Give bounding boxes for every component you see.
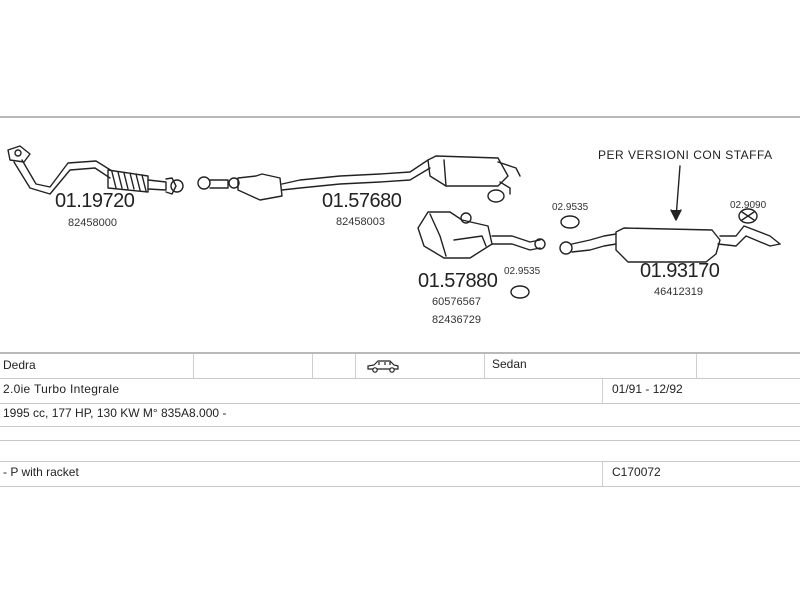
part-reference: 82458000 <box>68 217 117 229</box>
part-code: 01.93170 <box>640 260 720 282</box>
part-reference: 82458003 <box>336 216 385 228</box>
production-years: 01/91 - 12/92 <box>612 382 683 396</box>
column-divider <box>193 354 194 378</box>
gasket-drawing-2 <box>510 285 530 299</box>
column-divider <box>602 462 603 486</box>
column-divider <box>602 379 603 403</box>
part-code: 01.57880 <box>418 270 498 292</box>
gasket-code: 02.9535 <box>552 202 589 213</box>
part-reference: 46412319 <box>654 286 703 298</box>
row-divider <box>0 440 800 441</box>
gasket-code: 02.9090 <box>730 200 767 211</box>
car-side-icon <box>366 358 400 374</box>
row-divider <box>0 403 800 404</box>
row-divider <box>0 426 800 427</box>
body-type: Sedan <box>492 357 527 371</box>
diagram-bottom-border <box>0 352 800 354</box>
column-divider <box>355 354 356 378</box>
column-divider <box>484 354 485 378</box>
part-reference: 60576567 <box>432 296 481 308</box>
part-code: 01.19720 <box>55 190 135 212</box>
note-arrow <box>675 165 681 219</box>
front-pipe-drawing <box>7 145 184 195</box>
top-border <box>0 116 800 118</box>
middle-pipe-drawing <box>197 155 521 203</box>
option-note: - P with racket <box>3 465 79 479</box>
gasket-code: 02.9535 <box>504 266 541 277</box>
engine-specs: 1995 cc, 177 HP, 130 KW M° 835A8.000 - <box>3 406 227 420</box>
column-divider <box>696 354 697 378</box>
row-divider <box>0 486 800 487</box>
exhaust-diagram <box>7 145 781 299</box>
row-divider <box>0 461 800 462</box>
rear-silencer-drawing <box>559 225 781 263</box>
catalyst-drawing <box>417 211 546 259</box>
gasket-drawing-1 <box>560 215 580 229</box>
part-reference: 82436729 <box>432 314 481 326</box>
row-divider <box>0 378 800 379</box>
mounting-bracket-note: PER VERSIONI CON STAFFA <box>598 148 773 162</box>
catalog-code: C170072 <box>612 465 661 479</box>
version-name: 2.0ie Turbo Integrale <box>3 382 120 396</box>
part-code: 01.57680 <box>322 190 402 212</box>
model-name: Dedra <box>3 358 36 372</box>
column-divider <box>312 354 313 378</box>
gasket-drawing-3 <box>738 208 758 224</box>
